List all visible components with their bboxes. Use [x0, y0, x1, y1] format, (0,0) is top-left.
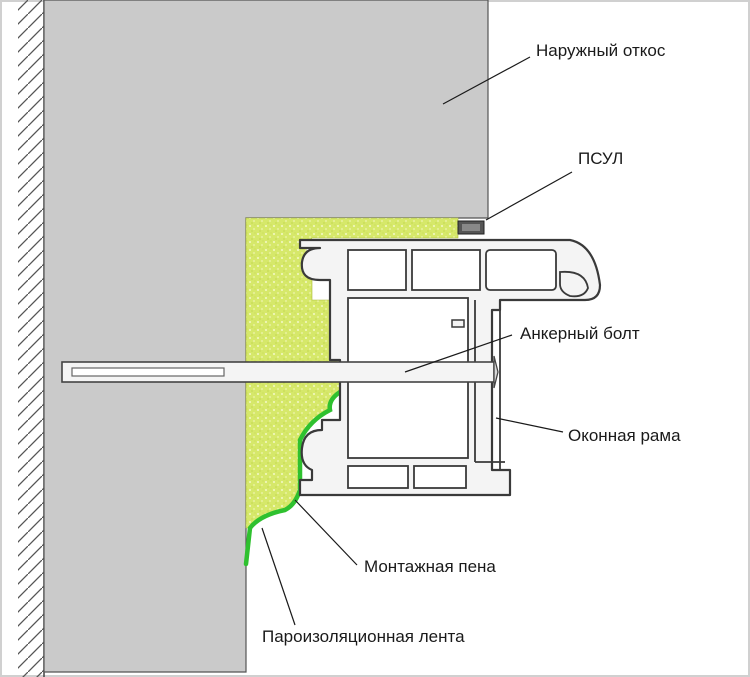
label-anchor-bolt: Анкерный болт	[520, 324, 640, 343]
label-psul: ПСУЛ	[578, 149, 623, 168]
label-window-frame: Оконная рама	[568, 426, 681, 445]
label-vapor-tape: Пароизоляционная лента	[262, 627, 465, 646]
label-mounting-foam: Монтажная пена	[364, 557, 496, 576]
wall-hatching	[18, 0, 44, 677]
leader-lines	[261, 56, 573, 626]
psul-seal-inner	[462, 224, 480, 231]
label-outer-slope: Наружный откос	[536, 41, 666, 60]
frame-small-ridge	[451, 319, 465, 328]
anchor-bolt	[61, 355, 499, 389]
frame-outer-lip	[559, 270, 589, 298]
